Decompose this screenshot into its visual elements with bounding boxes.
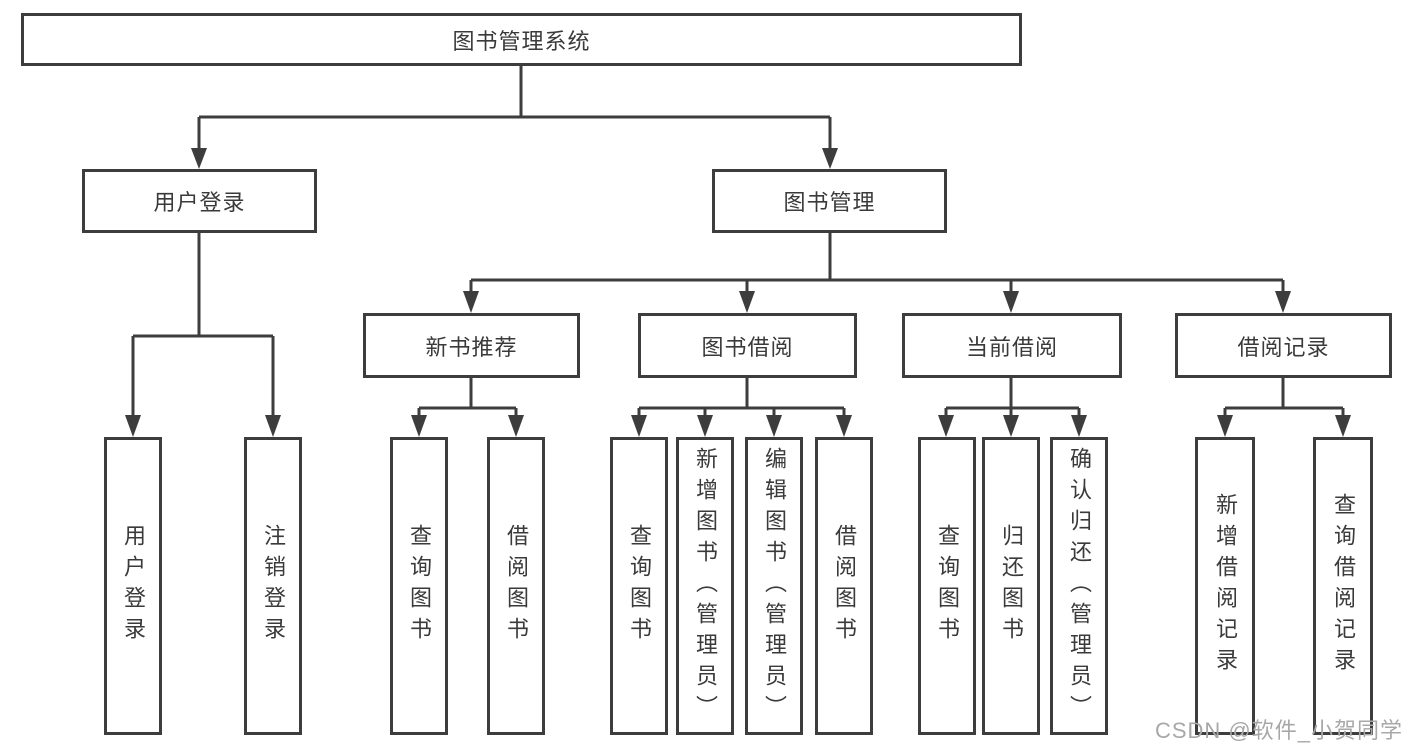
node-label: 注销登录	[261, 524, 286, 648]
csdn-watermark: CSDN @软件_小贺同学	[1154, 718, 1403, 743]
node-current-borrowing: 当前借阅	[902, 313, 1122, 378]
node-label: 确认归还（管理员）	[1067, 446, 1092, 726]
leaf-add-borrow-record: 新增借阅记录	[1195, 437, 1255, 735]
node-label: 用户登录	[153, 190, 246, 215]
leaf-query-borrow-record: 查询借阅记录	[1313, 437, 1373, 735]
leaf-return-books: 归还图书	[982, 437, 1040, 735]
leaf-query-books: 查询图书	[390, 437, 448, 735]
arrow-down-icon	[265, 415, 281, 437]
arrow-down-icon	[631, 415, 647, 437]
node-label: 编辑图书（管理员）	[762, 446, 787, 726]
leaf-edit-books-admin: 编辑图书（管理员）	[745, 437, 803, 735]
arrow-down-icon	[463, 291, 479, 313]
arrow-down-icon	[1003, 415, 1019, 437]
node-label: 图书借阅	[701, 334, 794, 360]
arrow-down-icon	[411, 415, 427, 437]
node-label: 查询图书	[407, 524, 432, 648]
node-book-borrowing: 图书借阅	[638, 313, 857, 378]
arrow-down-icon	[836, 415, 852, 437]
leaf-confirm-return-admin: 确认归还（管理员）	[1050, 437, 1108, 735]
arrow-down-icon	[1217, 415, 1233, 437]
node-label: 借阅图书	[832, 524, 857, 648]
leaf-borrow-books: 借阅图书	[815, 437, 873, 735]
node-label: 新增图书（管理员）	[693, 446, 718, 726]
arrow-down-icon	[1335, 415, 1351, 437]
node-book-management: 图书管理	[712, 169, 947, 233]
node-new-book-recommend: 新书推荐	[363, 313, 580, 378]
leaf-user-login: 用户登录	[104, 437, 162, 735]
arrow-down-icon	[822, 148, 838, 169]
arrow-down-icon	[1003, 291, 1019, 313]
node-label: 查询图书	[935, 524, 960, 648]
node-label: 新增借阅记录	[1213, 493, 1238, 679]
leaf-borrow-books: 借阅图书	[487, 437, 545, 735]
node-label: 用户登录	[121, 524, 146, 648]
arrow-down-icon	[766, 415, 782, 437]
node-label: 查询借阅记录	[1331, 493, 1356, 679]
arrow-down-icon	[191, 148, 207, 169]
leaf-add-books-admin: 新增图书（管理员）	[676, 437, 734, 735]
node-label: 归还图书	[999, 524, 1024, 648]
node-label: 新书推荐	[425, 334, 518, 360]
node-label: 借阅记录	[1237, 334, 1330, 360]
node-label: 查询图书	[627, 524, 652, 648]
node-user-login: 用户登录	[82, 169, 317, 233]
arrow-down-icon	[508, 415, 524, 437]
arrow-down-icon	[1071, 415, 1087, 437]
node-label: 借阅图书	[504, 524, 529, 648]
leaf-query-books: 查询图书	[918, 437, 976, 735]
node-borrow-records: 借阅记录	[1175, 313, 1392, 378]
node-library-management-system: 图书管理系统	[21, 13, 1022, 66]
arrow-down-icon	[125, 415, 141, 437]
leaf-logout: 注销登录	[244, 437, 302, 735]
node-label: 图书管理	[783, 190, 876, 215]
arrow-down-icon	[739, 291, 755, 313]
node-label: 当前借阅	[965, 334, 1058, 360]
arrow-down-icon	[1275, 291, 1291, 313]
node-label: 图书管理系统	[452, 28, 591, 54]
arrow-down-icon	[938, 415, 954, 437]
arrow-down-icon	[697, 415, 713, 437]
leaf-query-books: 查询图书	[610, 437, 668, 735]
